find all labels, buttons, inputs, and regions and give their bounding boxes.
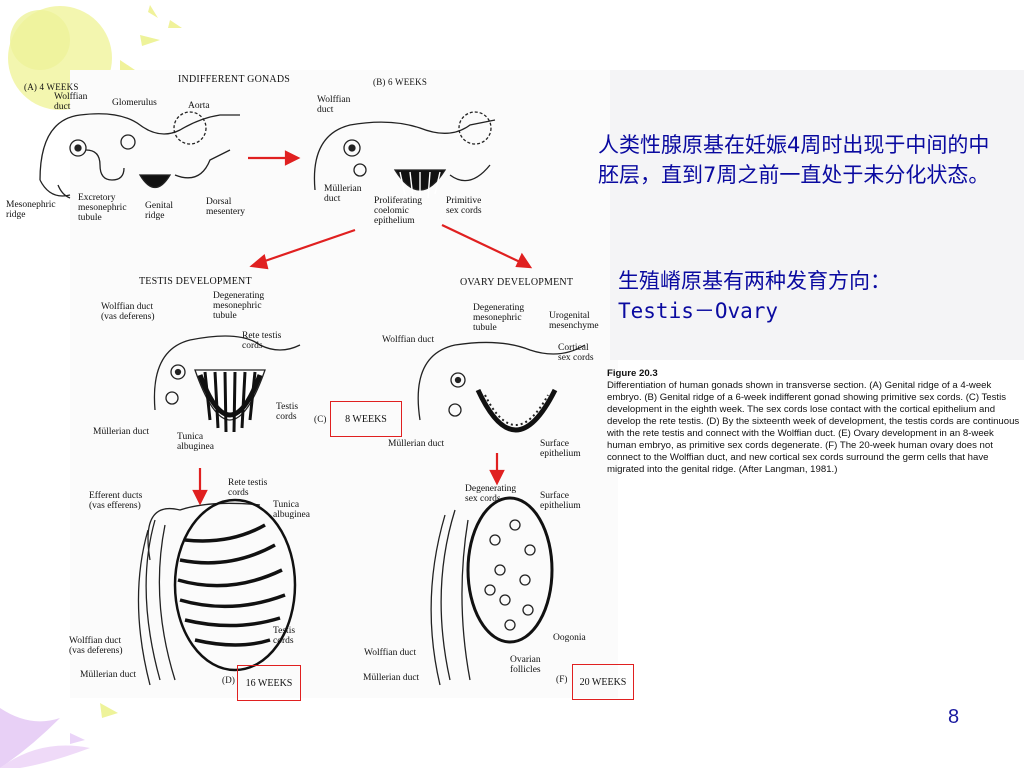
label: tubule bbox=[473, 323, 497, 333]
figure-caption-text: Differentiation of human gonads shown in… bbox=[607, 380, 1020, 475]
label: mesonephric bbox=[78, 203, 127, 213]
panel-d-label: (D) bbox=[222, 675, 236, 685]
label: duct bbox=[324, 194, 341, 204]
label: Dorsal bbox=[206, 197, 232, 207]
panel-e-drawing bbox=[417, 341, 586, 433]
label: ridge bbox=[145, 211, 165, 221]
label: Genital bbox=[145, 201, 173, 211]
flow-arrows bbox=[192, 150, 533, 506]
label: Tunica bbox=[177, 432, 204, 442]
label: Ovarian bbox=[510, 655, 541, 665]
label: Excretory bbox=[78, 193, 116, 203]
label: Degenerating bbox=[213, 291, 265, 301]
box-8-weeks: 8 WEEKS bbox=[330, 401, 402, 437]
panel-d-drawing bbox=[137, 498, 297, 686]
label: Surface bbox=[540, 491, 570, 501]
label: follicles bbox=[510, 665, 541, 675]
figure-caption: Figure 20.3 Differentiation of human gon… bbox=[607, 368, 1021, 476]
figure-caption-title: Figure 20.3 bbox=[607, 368, 658, 379]
label: Müllerian duct bbox=[363, 673, 420, 683]
label: Degenerating bbox=[465, 484, 517, 494]
label: ridge bbox=[6, 210, 26, 220]
label: Wolffian duct bbox=[382, 335, 435, 345]
panel-c-drawing bbox=[153, 335, 301, 433]
label: Tunica bbox=[273, 500, 300, 510]
label: (vas efferens) bbox=[89, 501, 141, 511]
label: tubule bbox=[78, 213, 102, 223]
label: duct bbox=[317, 105, 334, 115]
label: mesonephric bbox=[473, 313, 522, 323]
label: tubule bbox=[213, 311, 237, 321]
label: Müllerian duct bbox=[93, 427, 150, 437]
label: epithelium bbox=[540, 449, 581, 459]
label: Müllerian duct bbox=[80, 670, 137, 680]
header-testis-development: TESTIS DEVELOPMENT bbox=[139, 276, 252, 287]
label: Aorta bbox=[188, 101, 210, 111]
label: sex cords bbox=[558, 353, 594, 363]
label: (vas deferens) bbox=[101, 312, 155, 322]
bottom-left-decoration bbox=[0, 703, 118, 768]
label: Testis bbox=[276, 402, 299, 412]
label: (vas deferens) bbox=[69, 646, 123, 656]
label: Müllerian duct bbox=[388, 439, 445, 449]
label: Urogenital bbox=[549, 311, 590, 321]
label: Glomerulus bbox=[112, 98, 157, 108]
label: Efferent ducts bbox=[89, 491, 143, 501]
chinese-paragraph-2-line-1: 生殖嵴原基有两种发育方向： bbox=[618, 269, 891, 293]
label: Primitive bbox=[446, 196, 482, 206]
panel-b-drawing bbox=[313, 111, 496, 200]
label: cords bbox=[242, 341, 263, 351]
label: Wolffian duct bbox=[69, 636, 122, 646]
page-number: 8 bbox=[948, 706, 960, 728]
panel-a-drawing bbox=[39, 111, 240, 199]
panel-f-label: (F) bbox=[556, 674, 568, 684]
label: coelomic bbox=[374, 206, 409, 216]
label: epithelium bbox=[374, 216, 415, 226]
label: sex cords bbox=[446, 206, 482, 216]
panel-f-drawing bbox=[430, 496, 554, 686]
label: Wolffian bbox=[317, 95, 351, 105]
label: duct bbox=[54, 102, 71, 112]
label: cords bbox=[276, 412, 297, 422]
label: Rete testis bbox=[228, 478, 268, 488]
box-16-weeks: 16 WEEKS bbox=[237, 665, 301, 701]
label: Surface bbox=[540, 439, 570, 449]
label: cords bbox=[273, 636, 294, 646]
label: mesenchyme bbox=[549, 321, 599, 331]
header-indifferent-gonads: INDIFFERENT GONADS bbox=[178, 74, 291, 85]
label: Müllerian bbox=[324, 184, 362, 194]
label: epithelium bbox=[540, 501, 581, 511]
label: Mesonephric bbox=[6, 200, 56, 210]
label: Proliferating bbox=[374, 196, 423, 206]
label: mesonephric bbox=[213, 301, 262, 311]
label: albuginea bbox=[273, 510, 310, 520]
label: Wolffian duct bbox=[364, 648, 417, 658]
text-panel-background bbox=[610, 70, 1024, 360]
box-20-weeks: 20 WEEKS bbox=[572, 664, 634, 700]
panel-a-label: (A) 4 WEEKS bbox=[24, 82, 79, 92]
label: cords bbox=[228, 488, 249, 498]
label: Wolffian bbox=[54, 92, 88, 102]
label: mesentery bbox=[206, 207, 246, 217]
label: Cortical bbox=[558, 343, 589, 353]
chinese-paragraph-2-line-2: Testis－Ovary bbox=[618, 299, 779, 323]
label: Degenerating bbox=[473, 303, 525, 313]
header-ovary-development: OVARY DEVELOPMENT bbox=[460, 277, 574, 288]
chinese-paragraph-1: 人类性腺原基在妊娠4周时出现于中间的中胚层，直到7周之前一直处于未分化状态。 bbox=[598, 133, 990, 187]
label: Rete testis bbox=[242, 331, 282, 341]
chinese-paragraph-2: 生殖嵴原基有两种发育方向： Testis－Ovary bbox=[618, 266, 998, 326]
label: sex cords bbox=[465, 494, 501, 504]
label: Oogonia bbox=[553, 633, 586, 643]
panel-b-label: (B) 6 WEEKS bbox=[373, 77, 428, 87]
label: Testis bbox=[273, 626, 296, 636]
label: albuginea bbox=[177, 442, 214, 452]
label: Wolffian duct bbox=[101, 302, 154, 312]
panel-c-label: (C) bbox=[314, 414, 327, 424]
